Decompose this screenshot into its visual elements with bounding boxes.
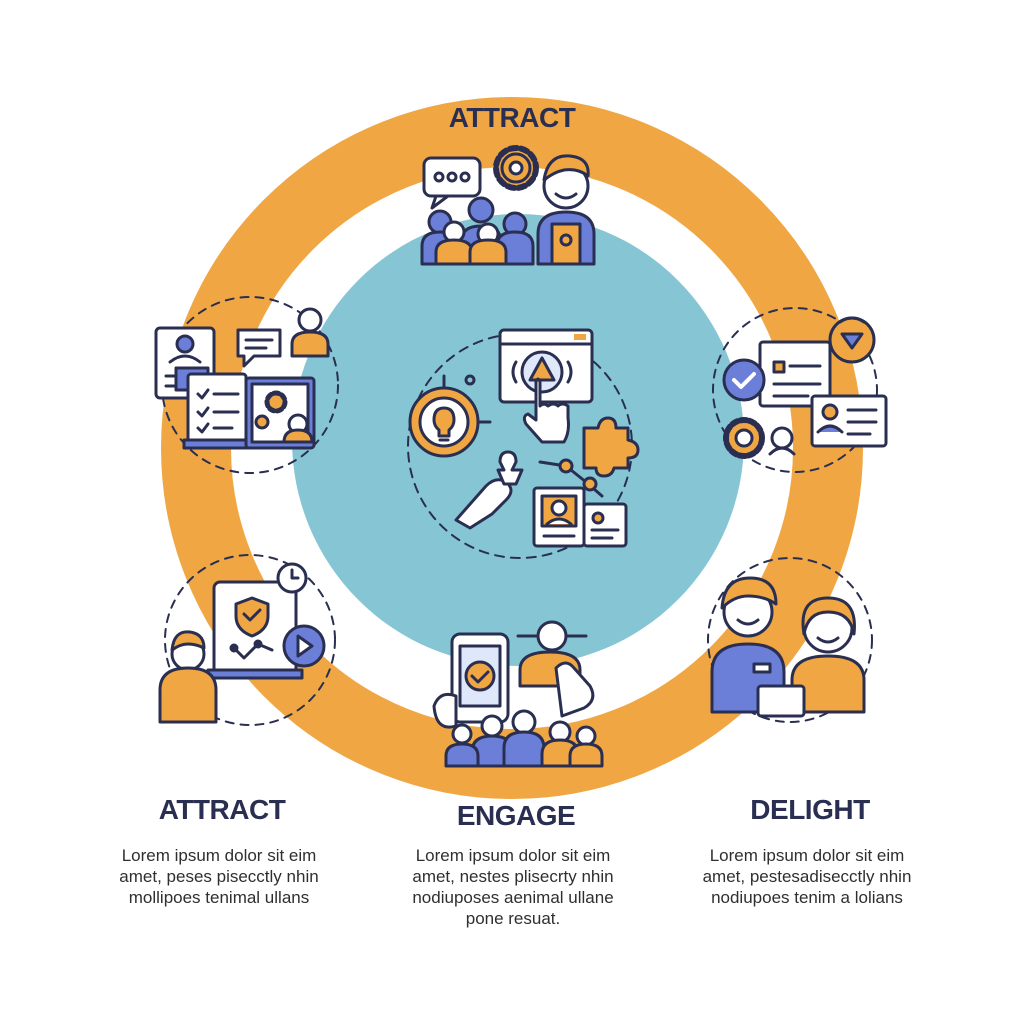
column-heading-engage: ENGAGE — [456, 800, 576, 831]
text-line: pone resuat. — [465, 909, 561, 928]
text-line: nodiupoes tenim a lolians — [711, 888, 903, 907]
text-line: Lorem ipsum dolor sit eim — [709, 846, 905, 865]
column-text-delight: Lorem ipsum dolor sit eim amet, pestesad… — [672, 845, 942, 908]
column-text-attract: Lorem ipsum dolor sit eim amet, peses pi… — [84, 845, 354, 908]
top-title: ATTRACT — [448, 102, 576, 133]
text-line: Lorem ipsum dolor sit eim — [415, 846, 611, 865]
text-line: Lorem ipsum dolor sit eim — [121, 846, 317, 865]
text-line: amet, nestes plisecrty nhin — [412, 867, 614, 886]
column-heading-delight: DELIGHT — [750, 794, 870, 825]
interaction-hub-icon — [407, 328, 640, 559]
support-team-icon — [707, 557, 873, 723]
text-line: nodiuposes aenimal ullane — [412, 888, 614, 907]
text-line: mollipoes tenimal ullans — [128, 888, 310, 907]
column-heading-attract: ATTRACT — [158, 794, 286, 825]
center-disc — [292, 214, 744, 666]
column-text-engage: Lorem ipsum dolor sit eim amet, nestes p… — [378, 845, 648, 929]
text-line: amet, pestesadisecctly nhin — [702, 867, 912, 886]
text-line: amet, peses pisecctly nhin — [119, 867, 319, 886]
content-profile-icon — [154, 296, 339, 474]
mobile-approve-icon — [432, 620, 604, 768]
secure-video-icon — [158, 554, 336, 726]
approval-settings-icon — [712, 307, 888, 473]
audience-chat-gear-icon — [420, 145, 596, 266]
